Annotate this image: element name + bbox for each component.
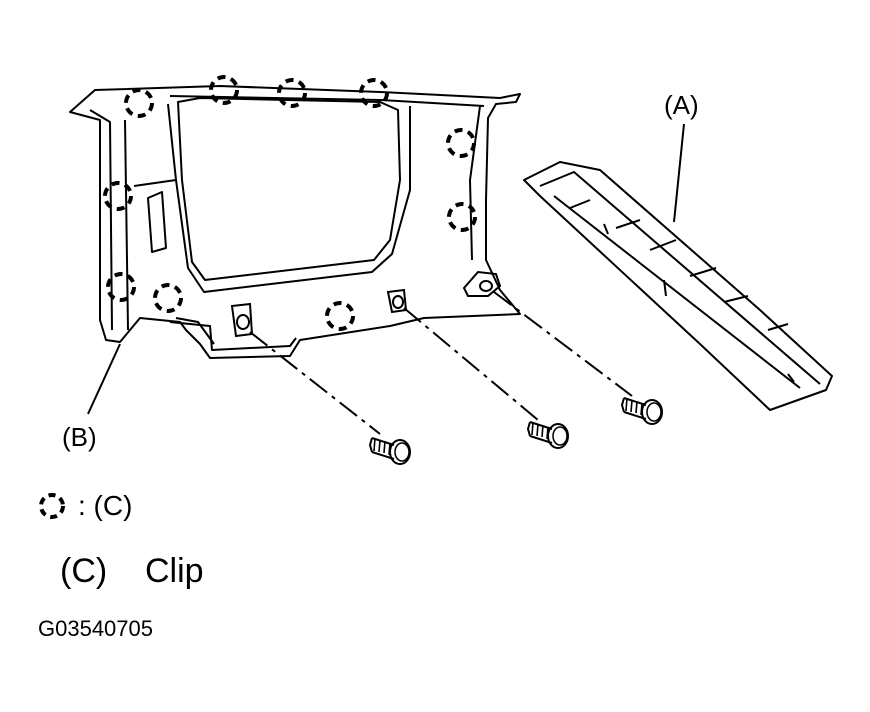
key-letter: (C)	[60, 552, 108, 590]
legend: : (C)	[36, 488, 132, 524]
quarter-trim-panel	[69, 85, 521, 359]
key-name: Clip	[145, 552, 204, 590]
clip-marker	[277, 78, 307, 108]
alignment-lines	[249, 291, 633, 435]
rear-trim-strip	[523, 161, 833, 411]
clip-markers	[103, 75, 477, 331]
screw	[369, 437, 411, 465]
clip-marker	[124, 88, 154, 118]
clip-marker	[325, 301, 355, 331]
screw-hole-marks	[230, 270, 502, 338]
label-a: (A)	[664, 90, 699, 120]
figure-code: G03540705	[38, 616, 153, 641]
clip-marker	[153, 283, 183, 313]
screw	[527, 421, 569, 449]
legend-text: : (C)	[78, 490, 133, 521]
clip-legend-icon	[39, 493, 65, 519]
label-b: (B)	[62, 422, 97, 452]
leader-lines	[87, 123, 685, 415]
screws	[369, 397, 663, 465]
clip-marker	[446, 128, 476, 158]
screw	[621, 397, 663, 425]
key-entry: (C) Clip	[60, 552, 204, 591]
